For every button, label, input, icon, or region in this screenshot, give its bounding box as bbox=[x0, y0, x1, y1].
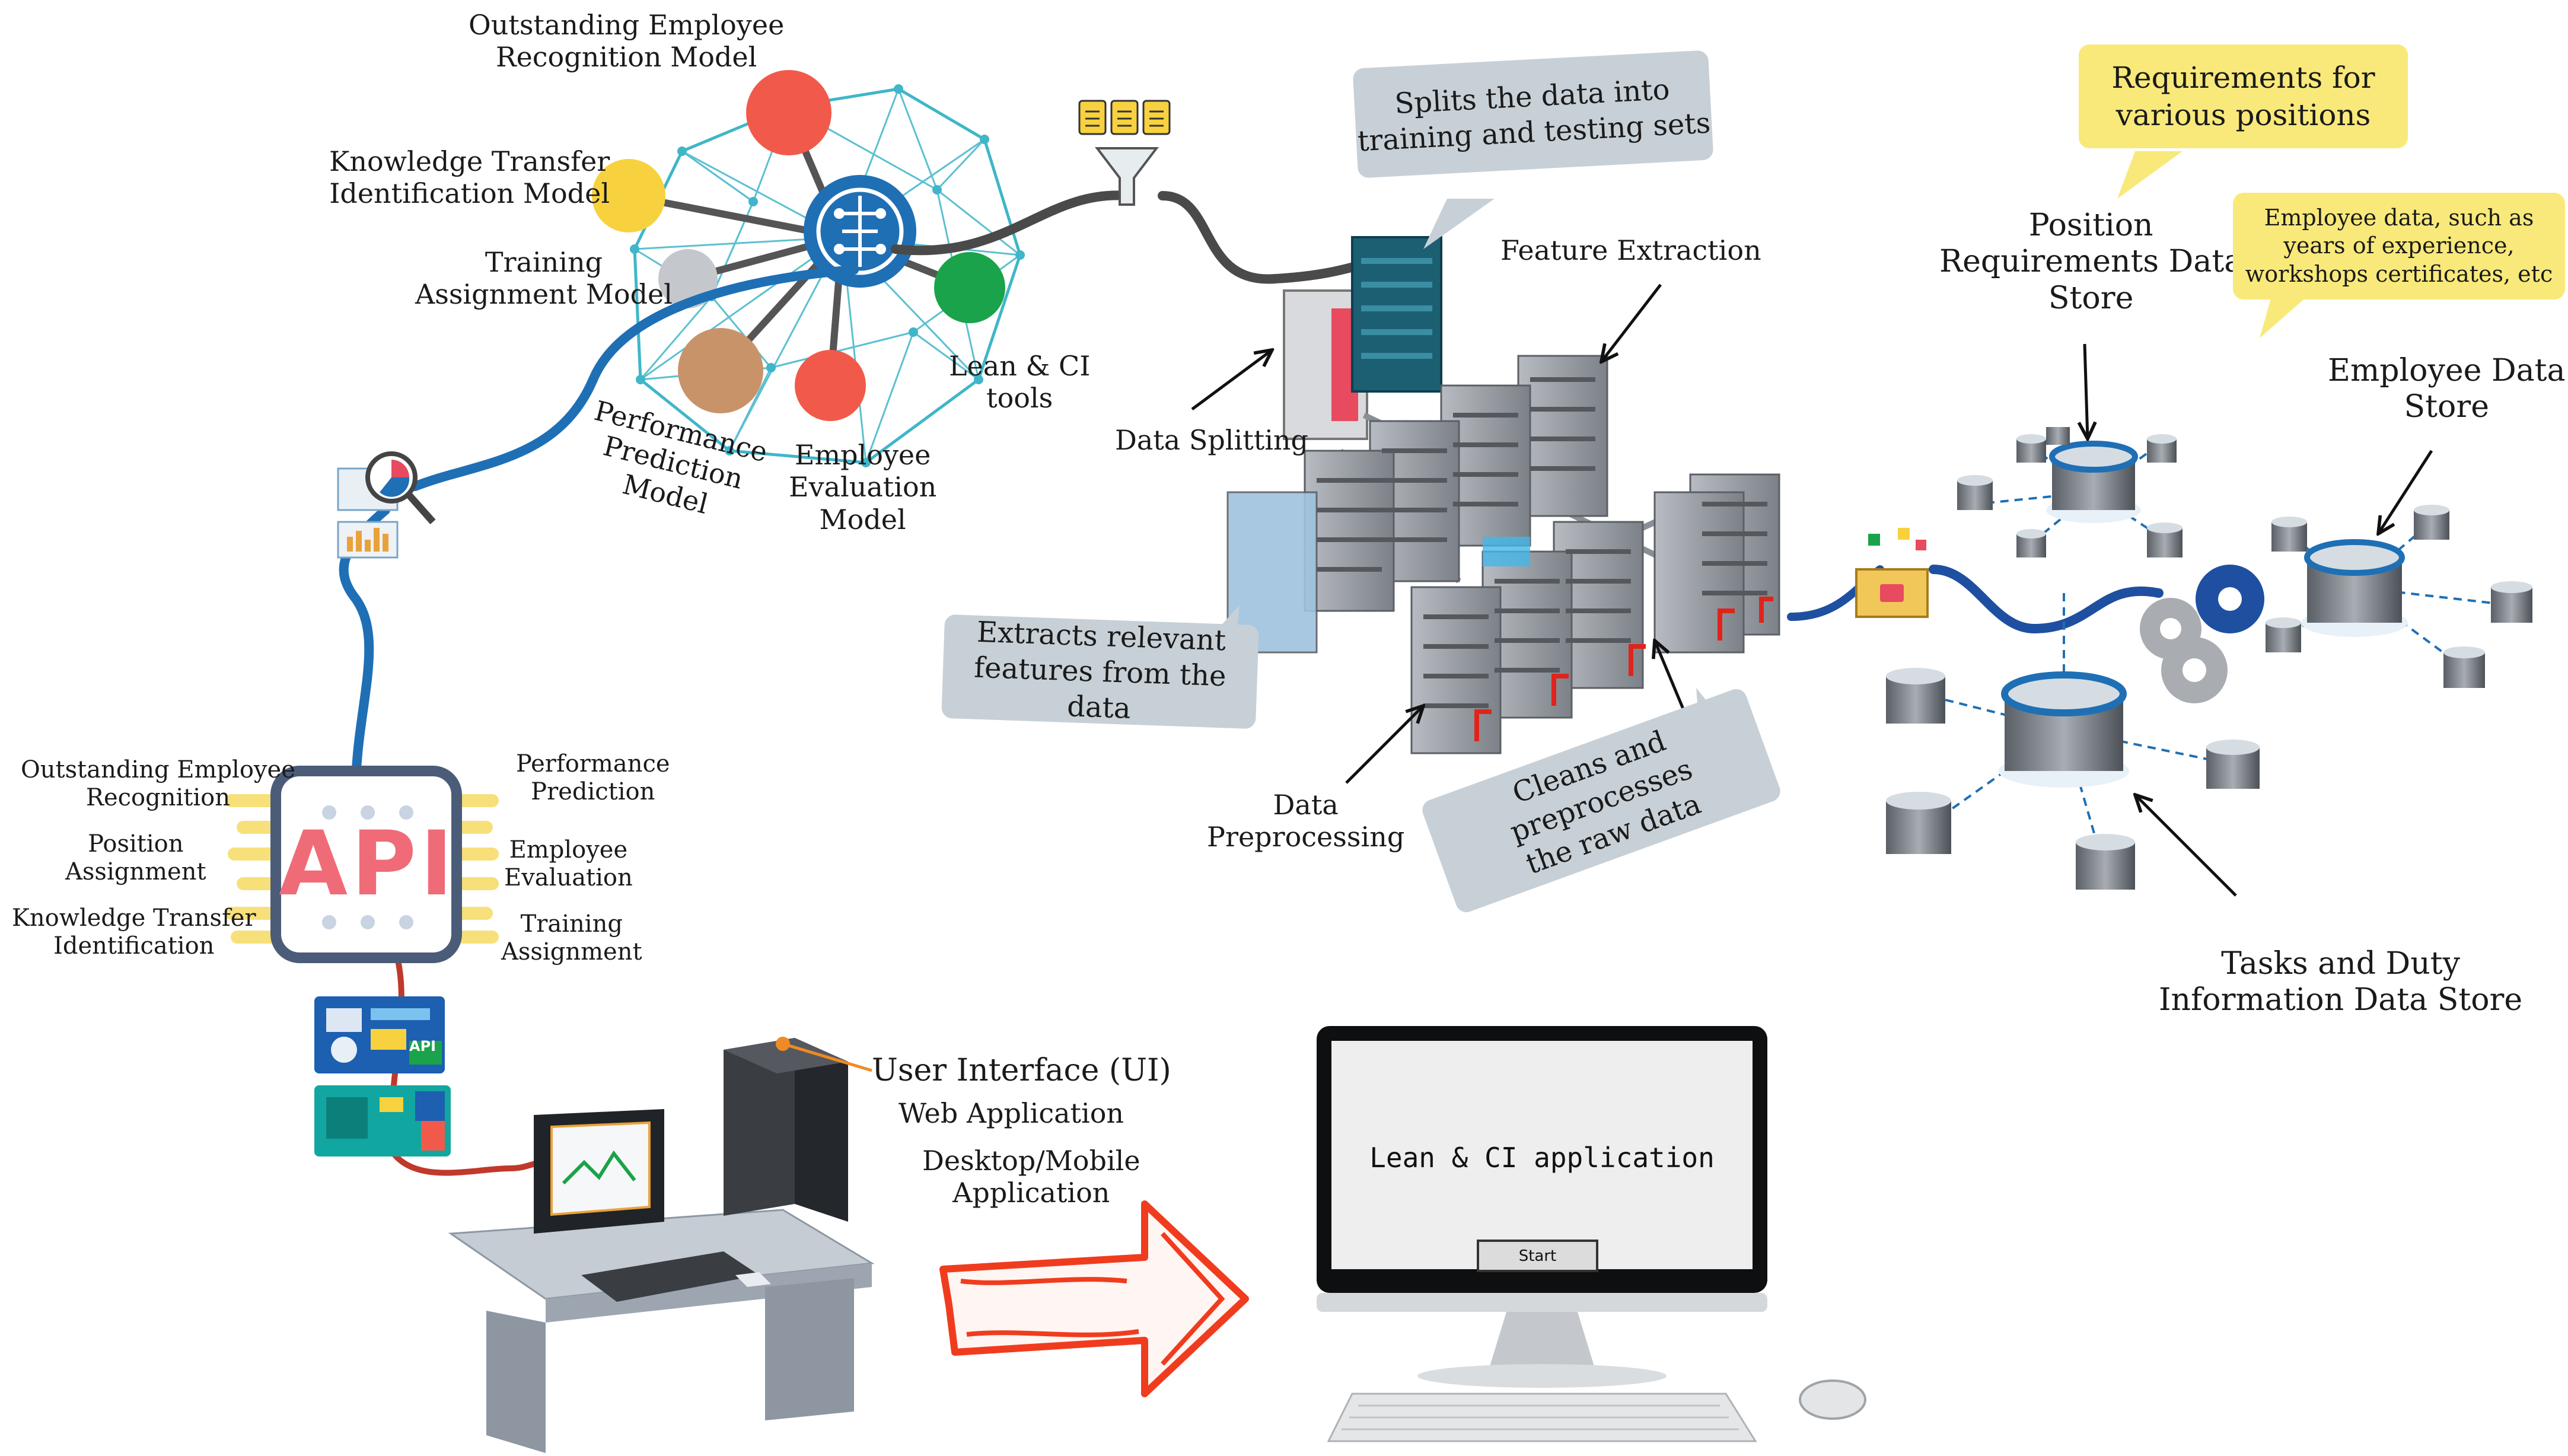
mini-dashboards bbox=[314, 996, 451, 1156]
pointer-arrows bbox=[1191, 283, 2433, 897]
brain-circuit-icon bbox=[804, 175, 916, 288]
api-chip bbox=[225, 766, 499, 963]
model-network bbox=[592, 70, 1025, 467]
db-position-requirements bbox=[2046, 441, 2141, 523]
ui-pointer bbox=[776, 1037, 872, 1072]
db-employee bbox=[2301, 539, 2408, 637]
node-performance bbox=[678, 328, 763, 413]
node-knowledge bbox=[592, 159, 665, 232]
documents-icon bbox=[1078, 100, 1171, 135]
node-outstanding bbox=[746, 70, 831, 155]
workstation bbox=[448, 1038, 875, 1453]
node-lean-tools bbox=[934, 252, 1005, 323]
magnifier-analytics-icon bbox=[337, 451, 436, 559]
monitor-display bbox=[1317, 1026, 1767, 1388]
db-tasks-duty bbox=[1999, 671, 2129, 788]
funnel-icon bbox=[1094, 147, 1159, 206]
mouse-icon bbox=[1799, 1379, 1866, 1420]
splitting-servers bbox=[1283, 236, 1442, 440]
node-evaluation bbox=[795, 350, 866, 421]
red-arrow bbox=[939, 1200, 1249, 1397]
database-cylinders bbox=[1886, 427, 2532, 890]
keyboard bbox=[1327, 1393, 1757, 1442]
gears-icon bbox=[2140, 565, 2264, 703]
folder-files-icon bbox=[1855, 528, 1929, 618]
